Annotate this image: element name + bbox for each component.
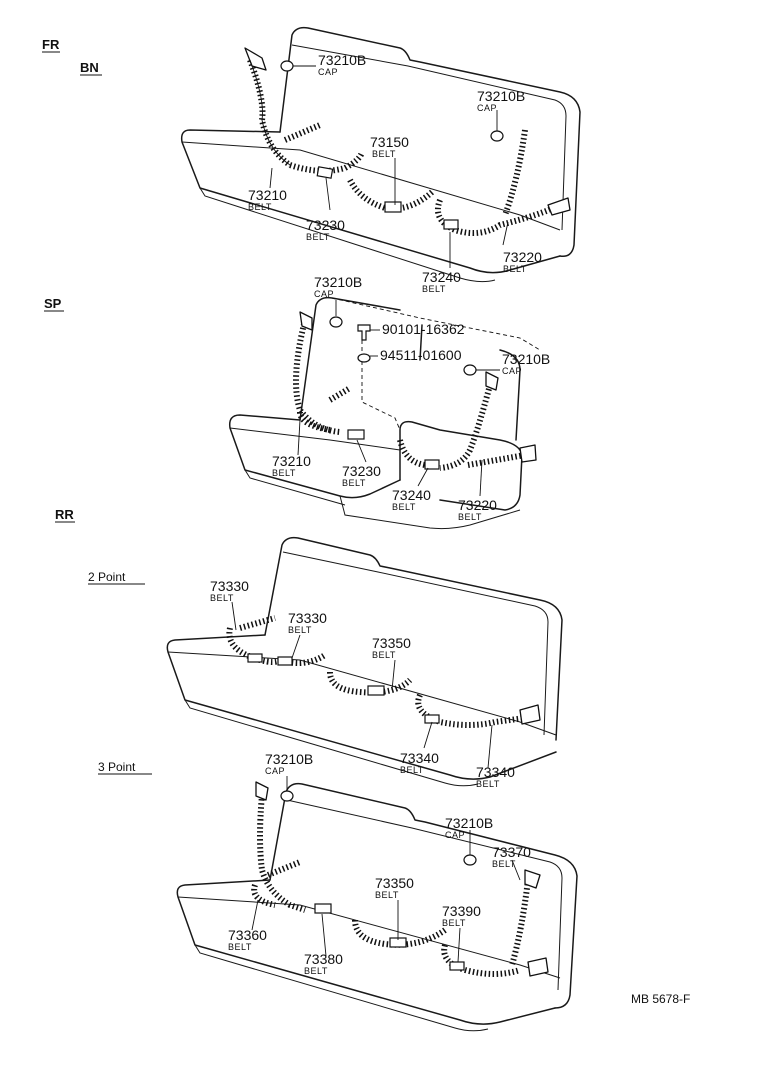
sp-nut-icon bbox=[357, 353, 371, 363]
label-sp-73240: 73240 bbox=[392, 487, 431, 503]
label-sp-cap-left: 73210B bbox=[314, 274, 362, 290]
label-sp-73210: 73210 bbox=[272, 453, 311, 469]
section-label-3-point: 3 Point bbox=[98, 760, 136, 774]
rr-2-point-belts bbox=[226, 615, 541, 728]
section-headers: FR BN SP RR 2 Point 3 Point bbox=[42, 37, 152, 775]
section-label-2-point: 2 Point bbox=[88, 570, 126, 584]
label-p2-73330-b: 73330 bbox=[288, 610, 327, 626]
label-bn-73150-sub: BELT bbox=[372, 149, 396, 159]
rr-3-point-bench-seat bbox=[176, 782, 578, 1032]
label-sp-73230-sub: BELT bbox=[342, 478, 366, 488]
label-p2-73350: 73350 bbox=[372, 635, 411, 651]
bn-cap-right-icon bbox=[490, 130, 504, 142]
label-p3-73390-sub: BELT bbox=[442, 918, 466, 928]
label-sp-cap-left-sub: CAP bbox=[314, 289, 334, 299]
label-sp-73240-sub: BELT bbox=[392, 502, 416, 512]
label-bn-cap-left-sub: CAP bbox=[318, 67, 338, 77]
label-bn-73240-sub: BELT bbox=[422, 284, 446, 294]
label-sp-nut: 94511-01600 bbox=[380, 347, 462, 363]
label-sp-cap-right: 73210B bbox=[502, 351, 550, 367]
label-sp-73210-sub: BELT bbox=[272, 468, 296, 478]
label-bn-73220: 73220 bbox=[503, 249, 542, 265]
label-sp-73220: 73220 bbox=[458, 497, 497, 513]
rr-2-point-leaders bbox=[231, 601, 493, 769]
sp-leaders bbox=[297, 300, 500, 497]
label-bn-73150: 73150 bbox=[370, 134, 409, 150]
label-p2-73340-a-sub: BELT bbox=[400, 765, 424, 775]
rr-3-point-labels: 73210B CAP 73210B CAP 73370 BELT 73350 B… bbox=[228, 751, 531, 976]
label-bn-73220-sub: BELT bbox=[503, 264, 527, 274]
label-p3-73360: 73360 bbox=[228, 927, 267, 943]
label-p3-73360-sub: BELT bbox=[228, 942, 252, 952]
bn-belts bbox=[244, 47, 571, 237]
label-bn-cap-left: 73210B bbox=[318, 52, 366, 68]
label-sp-cap-right-sub: CAP bbox=[502, 366, 522, 376]
label-p2-73330-a: 73330 bbox=[210, 578, 249, 594]
label-p3-73370: 73370 bbox=[492, 844, 531, 860]
label-bn-73240: 73240 bbox=[422, 269, 461, 285]
label-bn-73210-sub: BELT bbox=[248, 202, 272, 212]
label-p3-73380-sub: BELT bbox=[304, 966, 328, 976]
sp-labels: 73210B CAP 90101-16362 94511-01600 73210… bbox=[272, 274, 550, 522]
p3-cap-right-icon bbox=[463, 854, 477, 866]
section-label-rr: RR bbox=[55, 507, 74, 522]
sp-cap-right-icon bbox=[463, 364, 477, 376]
label-p3-cap-right: 73210B bbox=[445, 815, 493, 831]
section-label-fr: FR bbox=[42, 37, 60, 52]
label-p2-73330-b-sub: BELT bbox=[288, 625, 312, 635]
section-label-bn: BN bbox=[80, 60, 99, 75]
sp-bucket-seats bbox=[228, 296, 541, 530]
p3-cap-left-icon bbox=[280, 790, 294, 802]
rr-3-point-leaders bbox=[251, 776, 521, 963]
label-bn-cap-right-sub: CAP bbox=[477, 103, 497, 113]
label-bn-cap-right: 73210B bbox=[477, 88, 525, 104]
bn-cap-left-icon bbox=[280, 60, 294, 72]
sp-belts bbox=[293, 311, 537, 471]
label-p3-73390: 73390 bbox=[442, 903, 481, 919]
rr-2-point-bench-seat bbox=[166, 536, 563, 787]
label-p3-cap-right-sub: CAP bbox=[445, 830, 465, 840]
label-sp-73220-sub: BELT bbox=[458, 512, 482, 522]
label-p2-73330-a-sub: BELT bbox=[210, 593, 234, 603]
label-p2-73340-b: 73340 bbox=[476, 764, 515, 780]
label-p3-73380: 73380 bbox=[304, 951, 343, 967]
label-p3-cap-left: 73210B bbox=[265, 751, 313, 767]
bn-bench-seat bbox=[180, 26, 581, 283]
sp-bolt-icon bbox=[357, 324, 371, 341]
label-bn-73230: 73230 bbox=[306, 217, 345, 233]
bn-labels: 73210B CAP 73210B CAP 73150 BELT 73210 B… bbox=[248, 52, 542, 294]
rr-2-point-labels: 73330 BELT 73330 BELT 73350 BELT 73340 B… bbox=[210, 578, 515, 789]
label-p2-73350-sub: BELT bbox=[372, 650, 396, 660]
label-p3-73350-sub: BELT bbox=[375, 890, 399, 900]
label-p2-73340-b-sub: BELT bbox=[476, 779, 500, 789]
section-label-sp: SP bbox=[44, 296, 62, 311]
sp-cap-left-icon bbox=[329, 316, 343, 328]
bn-leaders bbox=[269, 65, 509, 268]
rr-3-point-belts bbox=[251, 781, 549, 977]
label-sp-bolt: 90101-16362 bbox=[382, 321, 465, 337]
label-p3-73370-sub: BELT bbox=[492, 859, 516, 869]
label-p3-73350: 73350 bbox=[375, 875, 414, 891]
figure-code: MB 5678-F bbox=[631, 992, 690, 1006]
label-bn-73230-sub: BELT bbox=[306, 232, 330, 242]
label-p2-73340-a: 73340 bbox=[400, 750, 439, 766]
label-p3-cap-left-sub: CAP bbox=[265, 766, 285, 776]
label-sp-73230: 73230 bbox=[342, 463, 381, 479]
label-bn-73210: 73210 bbox=[248, 187, 287, 203]
